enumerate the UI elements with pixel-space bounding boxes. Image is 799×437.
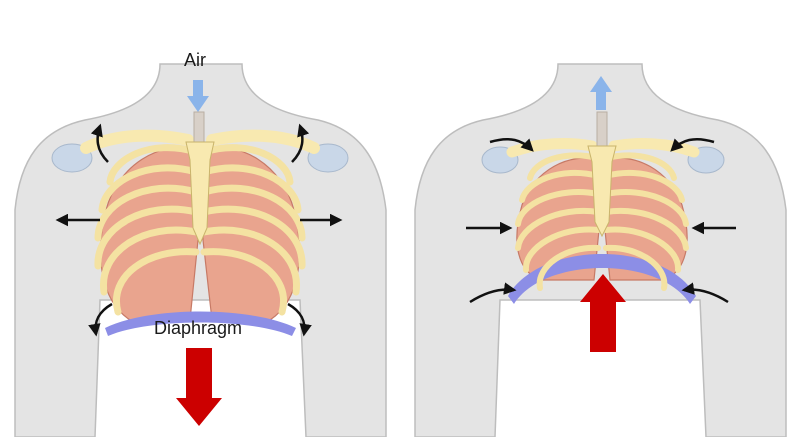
right-clavicle	[608, 138, 700, 158]
diaphragm-up-arrow	[580, 274, 626, 352]
curved-arrow-icon	[291, 123, 310, 163]
curved-arrow-icon	[90, 123, 109, 163]
curved-arrow-icon	[670, 138, 715, 152]
rib-cage	[94, 144, 306, 316]
rib-cage	[515, 152, 689, 291]
curved-arrow-icon	[469, 282, 517, 304]
rib-contraction-arrows	[466, 138, 736, 304]
sternum	[587, 145, 617, 238]
rib-expansion-arrows	[55, 123, 343, 337]
exhalation-panel	[414, 63, 787, 437]
curved-arrow-icon	[287, 302, 312, 337]
diaphragm-down-arrow	[176, 348, 222, 426]
curved-arrow-icon	[489, 138, 534, 152]
diaphragm-label: Diaphragm	[154, 318, 243, 338]
trachea	[193, 111, 205, 143]
curved-arrow-icon	[681, 282, 729, 304]
air-outflow-arrow	[590, 76, 612, 110]
torso-silhouette	[14, 63, 387, 437]
diaphragm	[508, 254, 696, 304]
air-label: Air	[184, 50, 206, 70]
diaphragm	[105, 311, 296, 336]
inhalation-panel	[14, 63, 387, 437]
air-inflow-arrow	[187, 80, 209, 112]
curved-arrow-icon	[88, 302, 113, 337]
left-clavicle	[506, 138, 598, 158]
trachea	[596, 111, 608, 147]
sternum	[185, 141, 215, 246]
